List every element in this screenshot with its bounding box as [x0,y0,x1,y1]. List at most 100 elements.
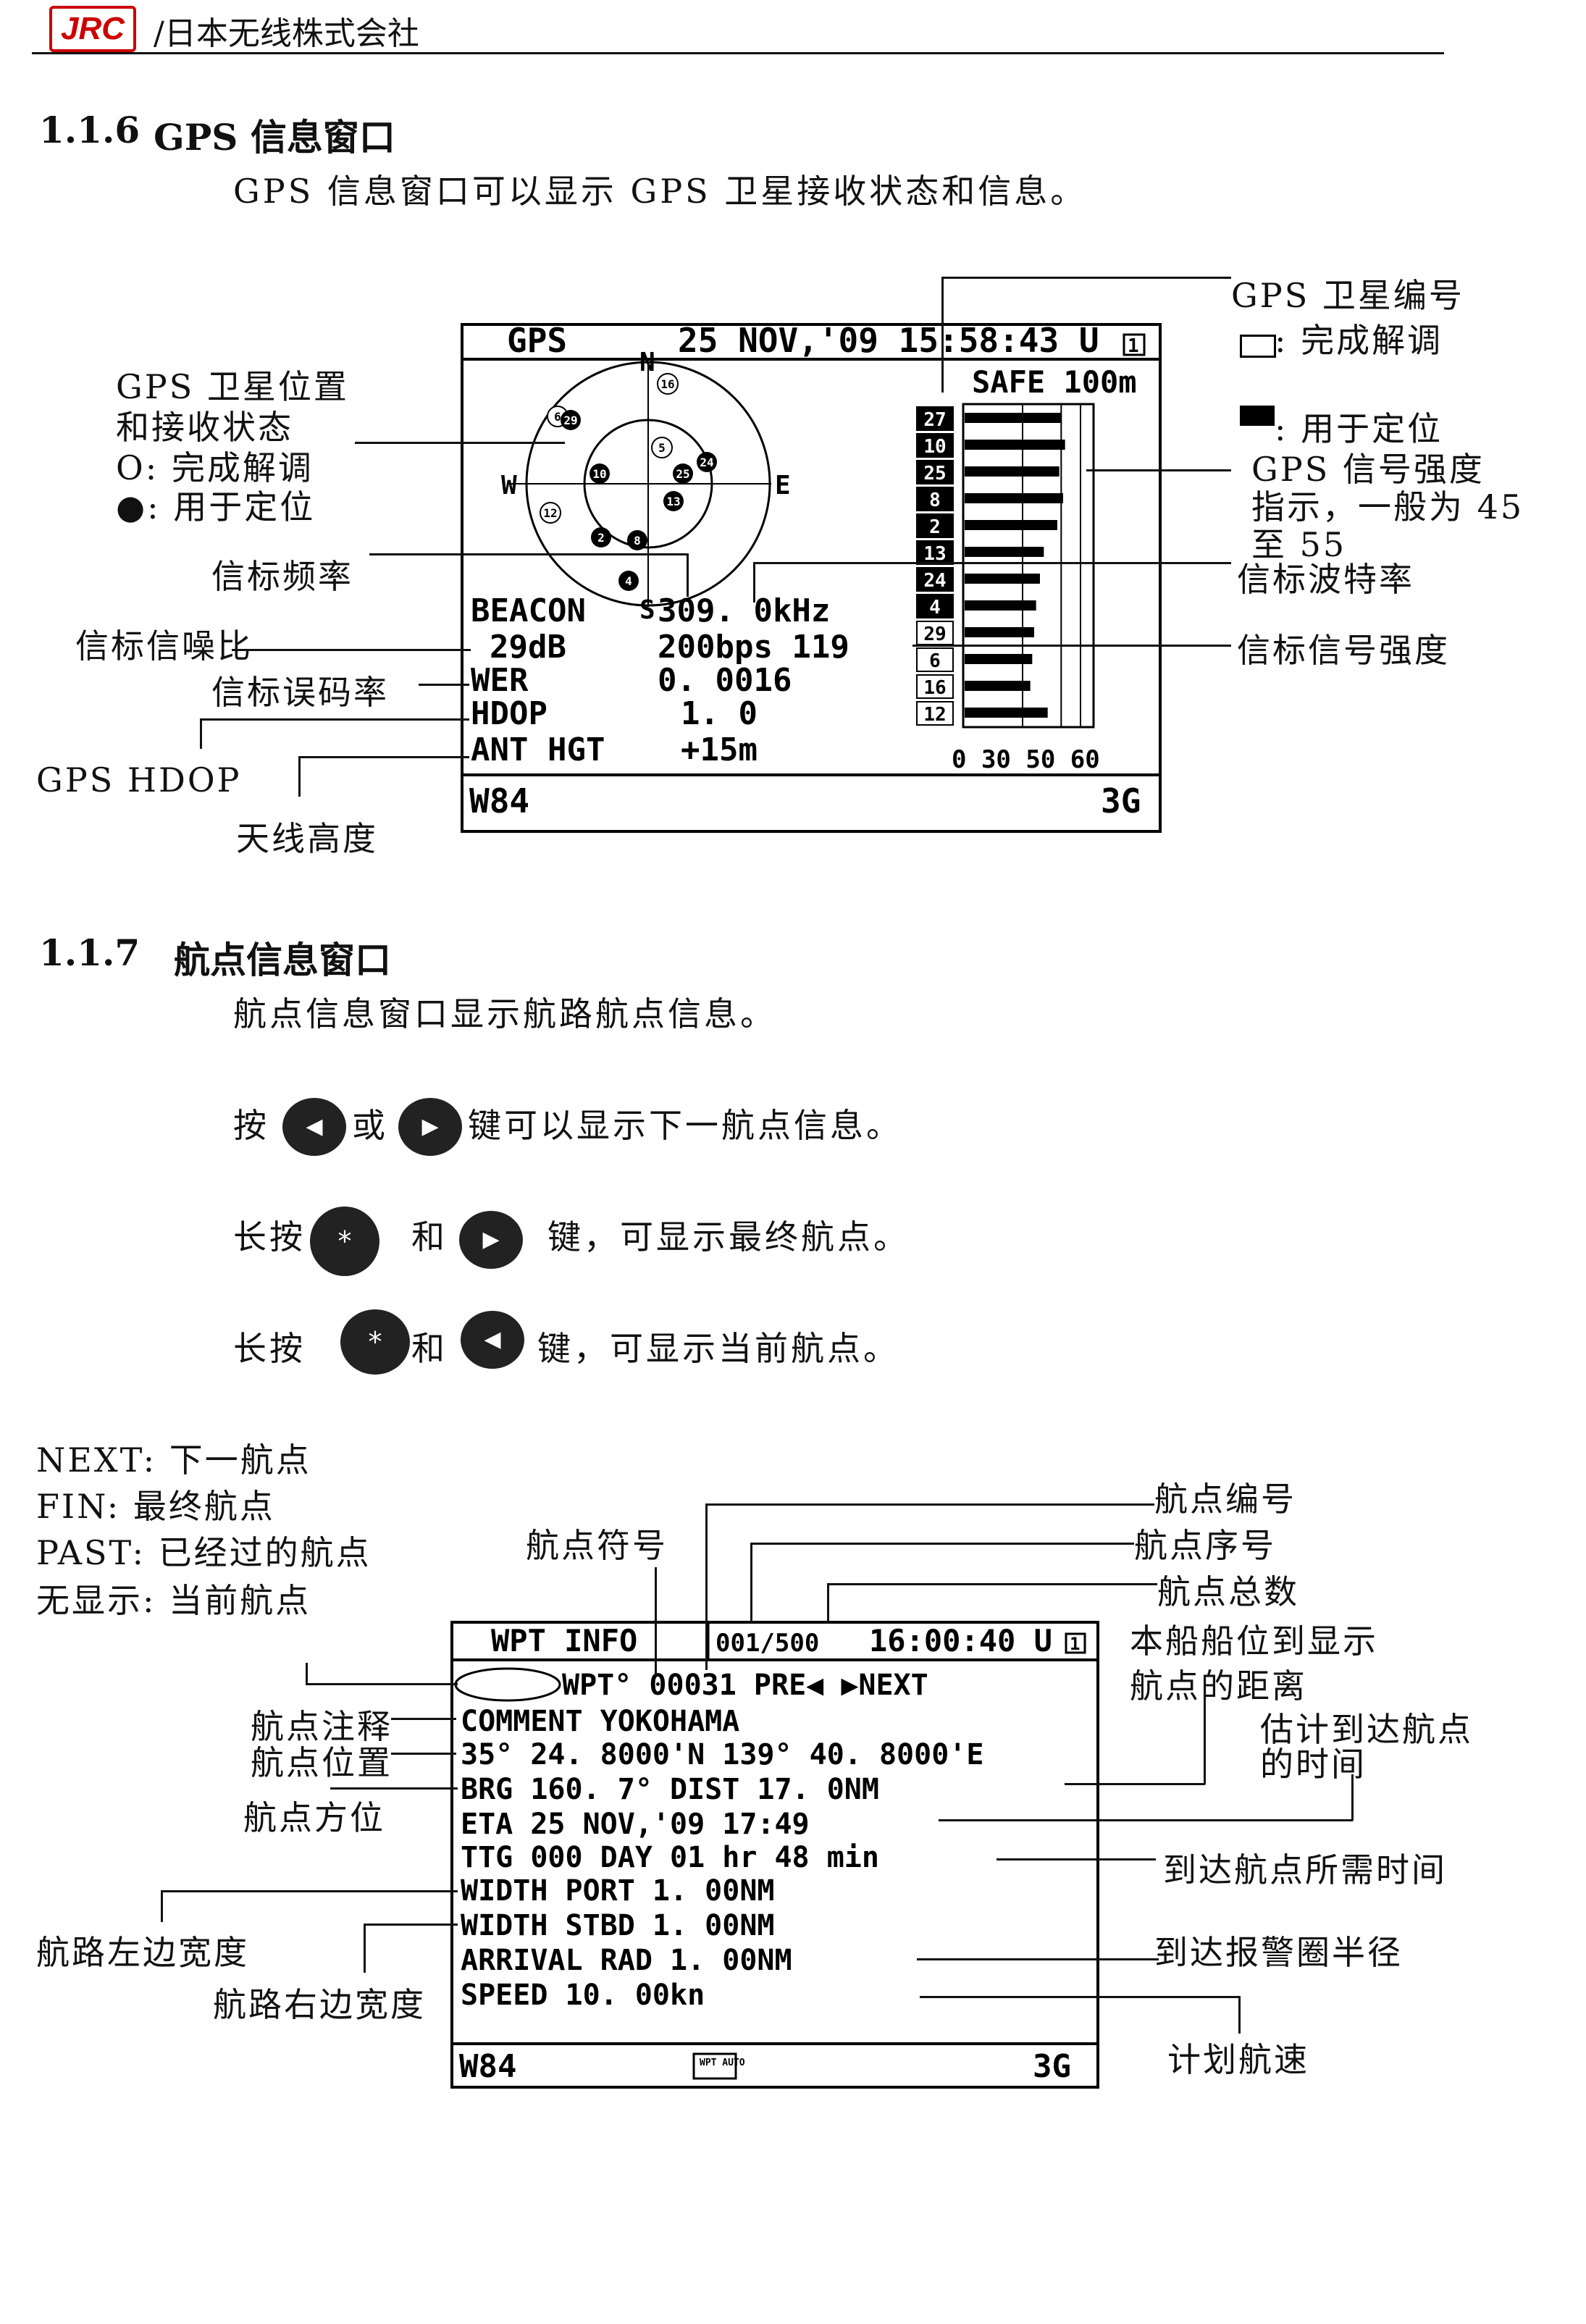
ann-beacon-wer: 信标误码率 [211,673,389,712]
wpt-auto-badge: WPT AUTO [700,2057,745,2068]
ann-arrival: 到达报警圈半径 [1154,1933,1403,1972]
right-key-icon-2: ▶ [459,1211,523,1269]
compass-n: N [639,348,655,377]
leader-dist [1065,1783,1205,1785]
wer-value: 0. 0016 [658,662,792,699]
line2-c: 键，可显示最终航点。 [547,1217,910,1257]
gps-fix: 3G [1101,781,1141,821]
left-key-icon-2: ◀ [461,1311,524,1369]
signal-bar [965,654,1033,664]
leader-width-stbd-v [364,1924,366,1973]
wpt-ttg: TTG 000 DAY 01 hr 48 min [461,1841,879,1874]
signal-bar [965,547,1044,557]
sat-id-label: 27 [923,409,946,431]
svg-text:16: 16 [660,377,674,391]
leader-width-port [161,1890,458,1892]
sat-id-box [916,674,954,699]
ann-dist-2: 航点的距离 [1130,1666,1307,1706]
gps-datum: W84 [469,781,529,821]
ann-wpt-no: 航点编号 [1154,1480,1296,1519]
svg-text:4: 4 [625,574,632,588]
svg-text:2: 2 [597,531,605,545]
ann-baud: 信标波特率 [1237,560,1414,599]
leader-beacon-wer [419,684,469,686]
bar-axis-labels: 0 30 50 60 [952,745,1100,774]
ann-sat-no: GPS 卫星编号 [1231,276,1464,315]
wpt-arrival: ARRIVAL RAD 1. 00NM [461,1944,792,1977]
leader-ant-v [298,756,301,797]
leader-beacon-snr [232,649,471,651]
leader-hdop [200,718,469,721]
ann-beacon-freq: 信标频率 [211,557,353,596]
leader-speed-v [1238,1996,1241,2034]
wpt-brg: BRG 160. 7° DIST 17. 0NM [461,1773,879,1806]
sat-id-label: 10 [923,436,946,458]
wpt-u-index: 1 [1070,1634,1080,1654]
legend-next: NEXT: 下一航点 [36,1440,311,1480]
ann-strength-1: GPS 信号强度 [1251,450,1485,489]
leader-wpt-no-v [705,1503,708,1670]
ann-beacon-snr: 信标信噪比 [75,626,253,666]
wpt-count: 001/500 [716,1629,819,1658]
leader-beacon-freq [369,553,688,555]
right-key-icon: ▶ [398,1098,462,1156]
sat-id-box [916,647,954,672]
leader-speed [920,1996,1240,1998]
sat-id-box [916,540,954,565]
ann-strength-2: 指示，一般为 45 [1251,487,1524,527]
legend-fin: FIN: 最终航点 [36,1487,275,1526]
leader-eta-v [1351,1774,1354,1821]
line3-a: 长按 [233,1329,306,1368]
section-title: GPS 信息窗口 [154,116,395,159]
sat-id-label: 16 [923,677,946,699]
legend-filled-box-icon [1240,406,1275,426]
sat-id-box [916,487,954,511]
sat-id-box [916,513,954,538]
ann-gps-hdop: GPS HDOP [36,760,242,800]
ann-sat-pos-2: 和接收状态 [116,408,293,447]
leader-beacon-freq-v [687,553,689,597]
sat-id-label: 25 [923,463,946,484]
section-number: 1.1.6 [39,109,140,151]
legend-open-box-icon [1240,335,1276,358]
signal-bar [965,681,1031,691]
leader-bearing [330,1787,458,1790]
beacon-snr: 29dB [490,629,566,666]
signal-bar [965,413,1062,423]
wpt-info-screen: WPT INFO 001/500 16:00:40 U 1 WPT° 00031… [450,1621,1099,2089]
wpt-width-port: WIDTH PORT 1. 00NM [461,1874,774,1908]
hdop-value: 1. 0 [681,695,758,732]
svg-text:29: 29 [563,414,577,427]
ann-strength-3: 至 55 [1251,525,1347,564]
sat-id-label: 8 [929,490,941,511]
sat-id-box [916,567,954,592]
svg-text:8: 8 [634,534,641,548]
ann-used: : 用于定位 [1275,409,1443,448]
ann-comment: 航点注释 [251,1707,393,1746]
ann-position: 航点位置 [251,1743,393,1782]
leader-comment [391,1718,456,1720]
sat-id-label: 29 [923,624,946,645]
leader-ant [298,756,469,758]
ann-demod: : 完成解调 [1275,321,1443,360]
gps-u-index: 1 [1128,335,1139,357]
sat-id-label: 13 [923,543,946,565]
compass-s: S [639,595,655,625]
compass-e: E [775,471,791,500]
ann-width-stbd: 航路右边宽度 [213,1985,426,2024]
sat-id-label: 24 [923,570,946,592]
signal-bar [965,627,1034,637]
signal-bar [965,708,1048,718]
gps-screen-graphics: GPS 25 NOV,'09 15:58:43 U 1 SAFE 100m N … [463,321,1159,821]
sat-id-box [916,594,954,618]
wer-label: WER [471,662,529,699]
svg-text:24: 24 [700,456,713,469]
company-name: /日本无线株式会社 [154,15,419,52]
ann-speed: 计划航速 [1167,2040,1309,2079]
leader-wpt-seq [750,1543,1134,1545]
leader-wpt-no [705,1503,1154,1506]
wpt-width-stbd: WIDTH STBD 1. 00NM [461,1909,774,1942]
gps-datetime: 25 NOV,'09 15:58:43 U [678,326,1099,360]
leader-width-stbd [364,1924,458,1926]
ann-wpt-symbol: 航点符号 [526,1526,668,1565]
